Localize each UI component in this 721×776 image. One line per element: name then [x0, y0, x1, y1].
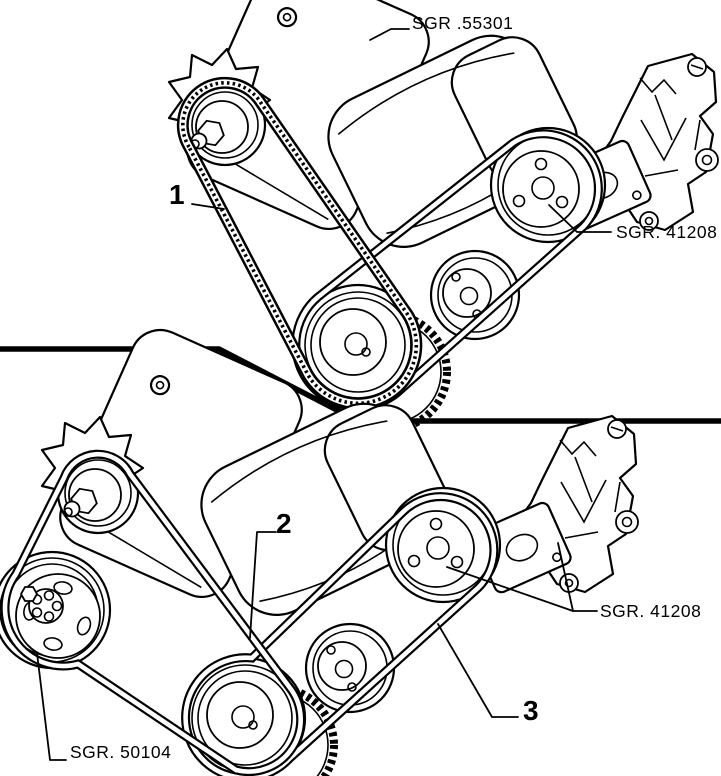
- pump-pulley-top: [489, 126, 607, 244]
- callout-2: 2: [276, 508, 292, 539]
- leader-callout-1: [191, 203, 225, 210]
- compressor-shaft-nut: [19, 586, 39, 602]
- leader-sgr41208-bottom-a: [446, 566, 574, 612]
- part-ref-sgr55301: SGR .55301: [412, 13, 514, 33]
- callout-1: 1: [169, 179, 185, 210]
- part-ref-sgr41208-bottom: SGR. 41208: [600, 601, 702, 621]
- leader-callout-2: [249, 531, 277, 639]
- leader-lines: [36, 28, 612, 761]
- drive-belt-1: [176, 76, 423, 410]
- callout-3: 3: [523, 695, 539, 726]
- drive-belt-3: [181, 492, 499, 776]
- part-ref-sgr50104: SGR. 50104: [70, 742, 172, 762]
- leader-sgr41208-bottom-b: [557, 542, 574, 612]
- alternator-pulley: [183, 83, 267, 167]
- leader-callout-3: [437, 623, 519, 718]
- leader-sgr50104: [36, 652, 67, 761]
- part-ref-sgr41208-top: SGR. 41208: [616, 222, 718, 242]
- compressor-pulley-sgr50104: [0, 550, 112, 670]
- drive-belt-2: [0, 449, 306, 776]
- leader-sgr55301: [369, 28, 410, 41]
- leader-sgr41208-top: [548, 204, 612, 233]
- idler-pulley-top: [429, 249, 521, 341]
